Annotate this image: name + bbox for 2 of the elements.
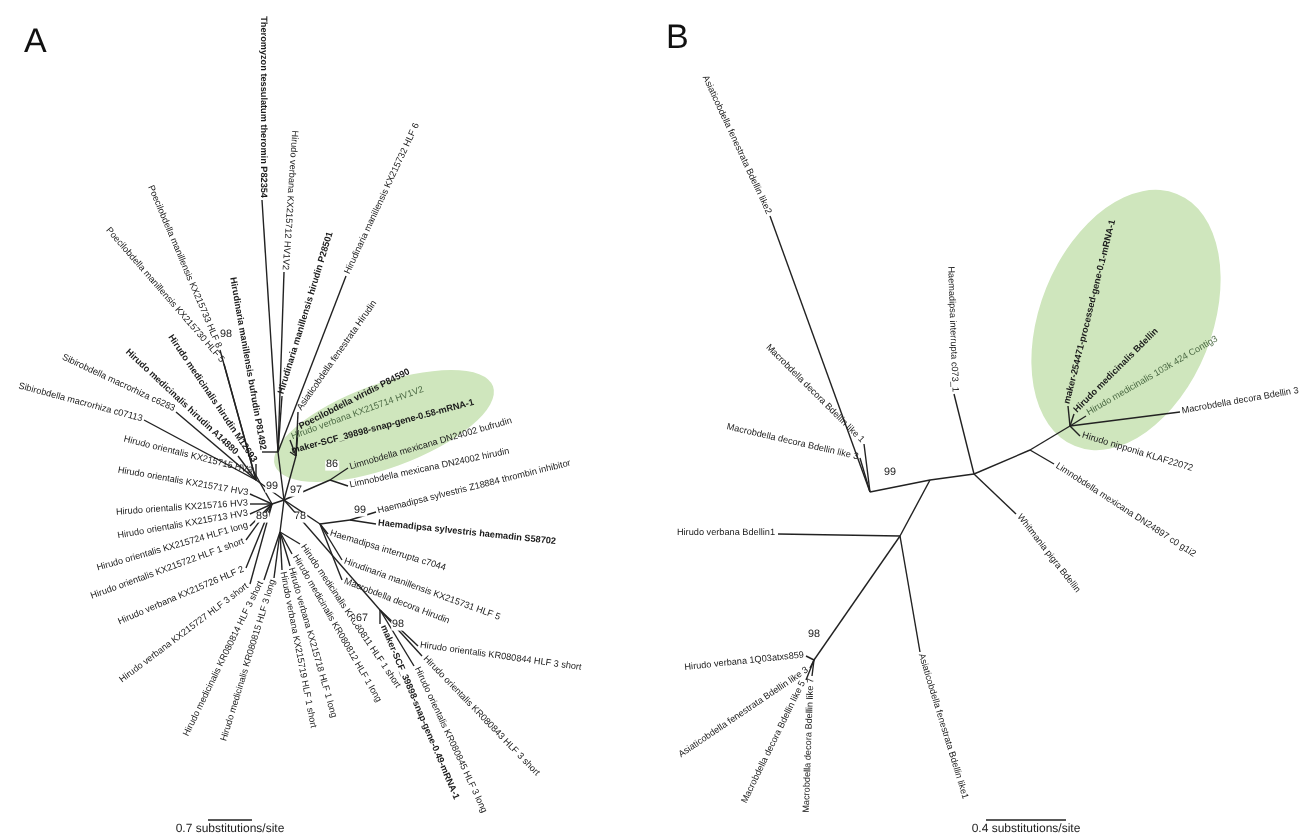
panel-letter: A bbox=[24, 24, 47, 58]
panel-letter: B bbox=[666, 20, 689, 54]
